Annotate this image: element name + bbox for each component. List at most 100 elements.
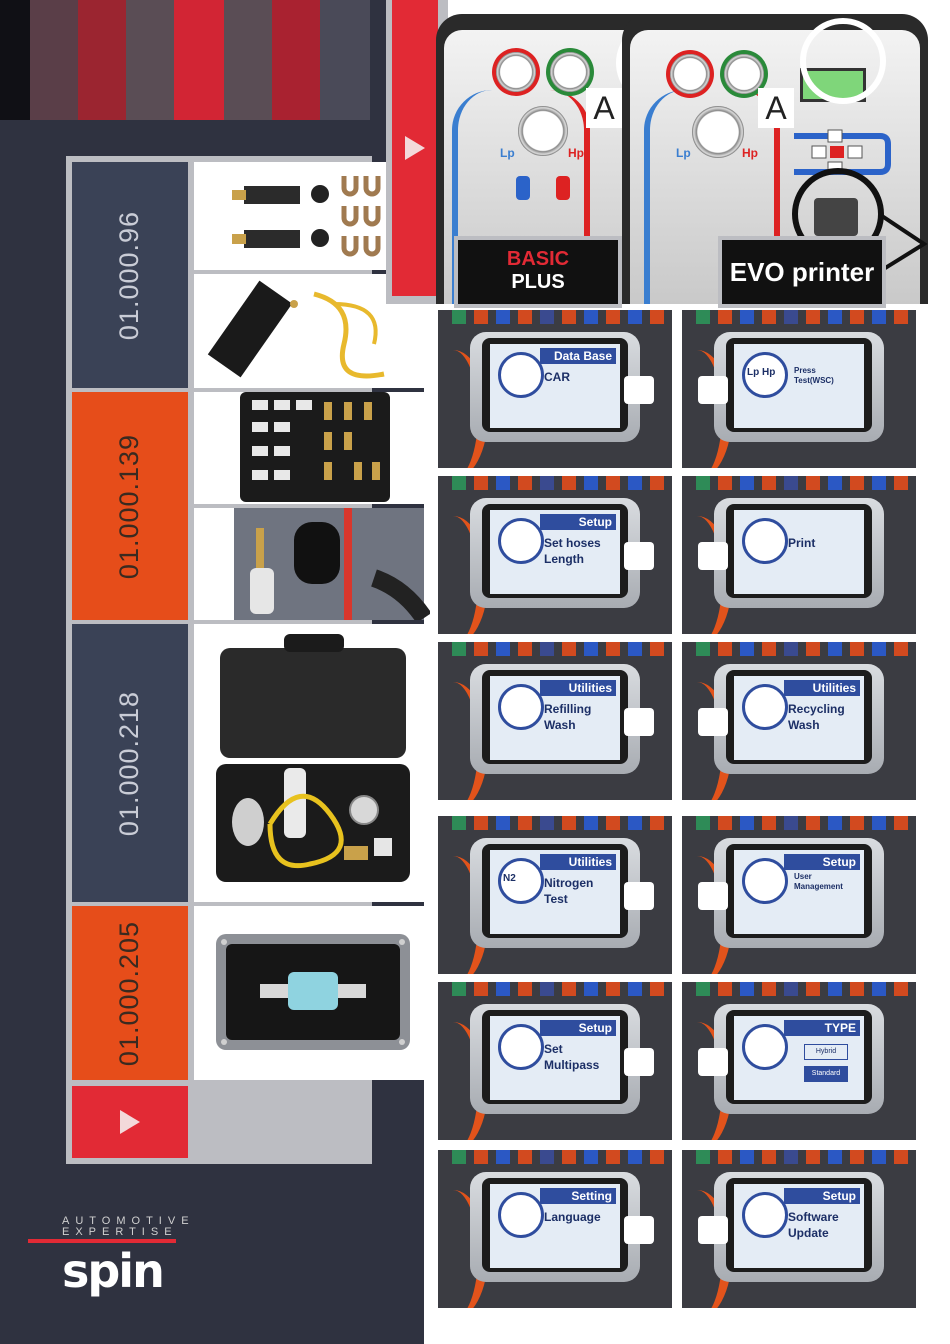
hoses-icon [498, 518, 544, 564]
screen-header: Data Base [540, 348, 616, 364]
blank-label-box [624, 542, 654, 570]
section-arrow-button[interactable] [392, 0, 438, 296]
type-option-button[interactable]: Standard [804, 1066, 848, 1082]
screen-header: Setting [540, 1188, 616, 1204]
screen-line: Length [544, 552, 584, 566]
screen-header: Utilities [784, 680, 860, 696]
pressure-gauge [670, 54, 710, 94]
pressure-gauge [518, 106, 568, 156]
blank-label-box [624, 376, 654, 404]
header-stripes [0, 0, 370, 120]
screen-header: Setup [784, 854, 860, 870]
callout-arrow-icon [880, 214, 928, 272]
car-icon [498, 352, 544, 398]
printer-icon [742, 518, 788, 564]
screen-header: Utilities [540, 680, 616, 696]
software-icon [742, 1192, 788, 1238]
blank-label-box [698, 882, 728, 910]
pressure-gauge [496, 52, 536, 92]
screen-header: TYPE [784, 1020, 860, 1036]
screen-line: Update [788, 1226, 829, 1240]
type-option-button[interactable]: Hybrid [804, 1044, 848, 1060]
screen-header: Utilities [540, 854, 616, 870]
screen-line: User [794, 872, 812, 881]
display-screen-tile: Print [682, 476, 916, 634]
product-code-tab: 01.000.205 [72, 906, 188, 1080]
evo-printer-label: EVO printer [718, 236, 886, 308]
screen-line: Recycling [788, 702, 845, 716]
callout-ring [800, 18, 886, 104]
screen-line: Print [788, 536, 816, 550]
blank-label-box [698, 376, 728, 404]
user-icon [742, 858, 788, 904]
pressure-gauge [692, 106, 744, 158]
screen-line: Wash [544, 718, 576, 732]
blank-label-box [624, 1048, 654, 1076]
screen-line: Press [794, 366, 816, 375]
screen-line: Management [794, 882, 843, 891]
callout-label: A [586, 88, 622, 128]
blank-label-box [624, 1216, 654, 1244]
screen-line: Multipass [544, 1058, 600, 1072]
screen-header: Setup [784, 1188, 860, 1204]
pressure-gauge [724, 54, 764, 94]
screen-line: Test(WSC) [794, 376, 834, 385]
callout-label: A [758, 88, 794, 128]
blank-label-box [698, 708, 728, 736]
screen-header: Setup [540, 1020, 616, 1036]
refill-icon [498, 684, 544, 730]
case-kit-photo [194, 624, 430, 902]
fitting-kit-photo [194, 392, 430, 504]
play-arrow-icon [120, 1110, 140, 1134]
screen-line: Wash [788, 718, 820, 732]
blank-label-box [698, 542, 728, 570]
blank-label-box [698, 1048, 728, 1076]
multipass-icon [498, 1024, 544, 1070]
screen-line: Language [544, 1210, 601, 1224]
screen-line: CAR [544, 370, 570, 384]
screen-line: Software [788, 1210, 839, 1224]
spin-logo: AUTOMOTIVE EXPERTISE spin [28, 1216, 189, 1306]
product-code-tab: 01.000.96 [72, 162, 188, 388]
gauge-icon: Lp Hp [742, 352, 788, 398]
play-arrow-icon [405, 136, 425, 160]
screen-line: Nitrogen [544, 876, 594, 890]
product-code-tab: 01.000.139 [72, 392, 188, 620]
tank-photo [194, 508, 430, 620]
blank-label-box [624, 882, 654, 910]
nitrogen-icon: N2 [498, 858, 544, 904]
fuel-icon [742, 1024, 788, 1070]
section-tab [386, 0, 448, 304]
basic-plus-label: BASIC PLUS [454, 236, 622, 308]
recycle-icon [742, 684, 788, 730]
flags-icon [498, 1192, 544, 1238]
more-products-button[interactable] [72, 1086, 188, 1158]
blank-label-box [698, 1216, 728, 1244]
screen-line: Set hoses [544, 536, 601, 550]
hp-valve-knob[interactable] [556, 176, 570, 200]
lp-valve-knob[interactable] [516, 176, 530, 200]
blank-label-box [624, 708, 654, 736]
screen-line: Refilling [544, 702, 592, 716]
screen-line: Test [544, 892, 568, 906]
